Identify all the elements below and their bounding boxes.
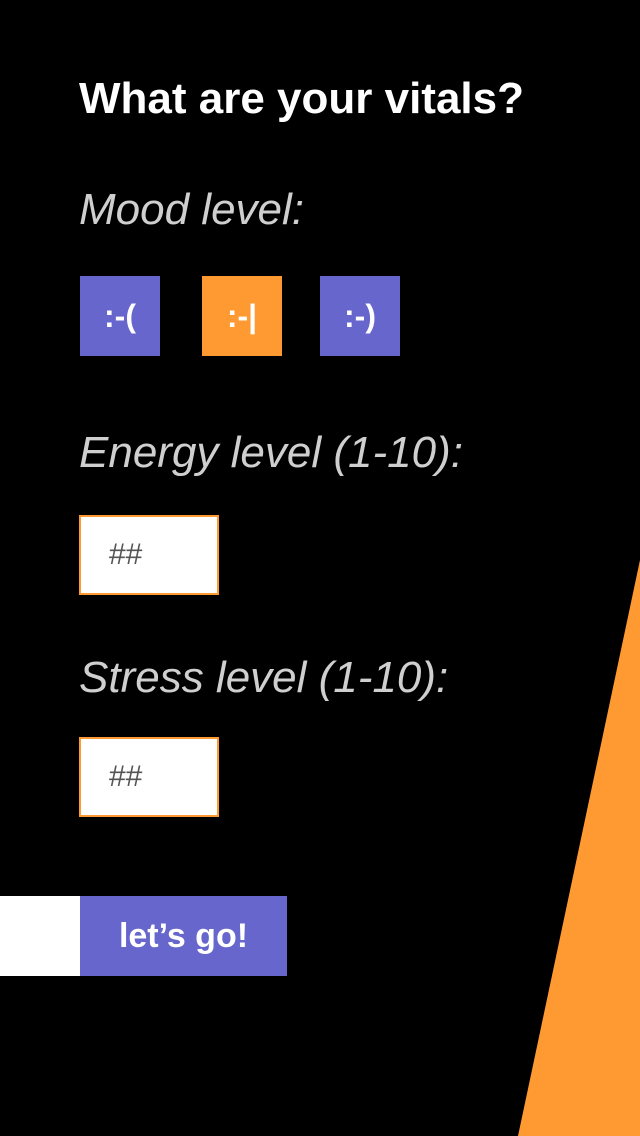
mood-neutral-button[interactable]: :-|: [202, 276, 282, 356]
mood-sad-button[interactable]: :-(: [80, 276, 160, 356]
page-title: What are your vitals?: [79, 74, 525, 123]
energy-level-input[interactable]: [79, 515, 219, 595]
mood-level-label: Mood level:: [79, 185, 305, 234]
lets-go-button[interactable]: let’s go!: [80, 896, 287, 976]
stress-level-label: Stress level (1-10):: [79, 653, 449, 702]
submit-accent-stripe: [0, 896, 80, 976]
energy-level-label: Energy level (1-10):: [79, 428, 463, 477]
mood-happy-button[interactable]: :-): [320, 276, 400, 356]
orange-diagonal-shape: [518, 560, 640, 1136]
stress-level-input[interactable]: [79, 737, 219, 817]
